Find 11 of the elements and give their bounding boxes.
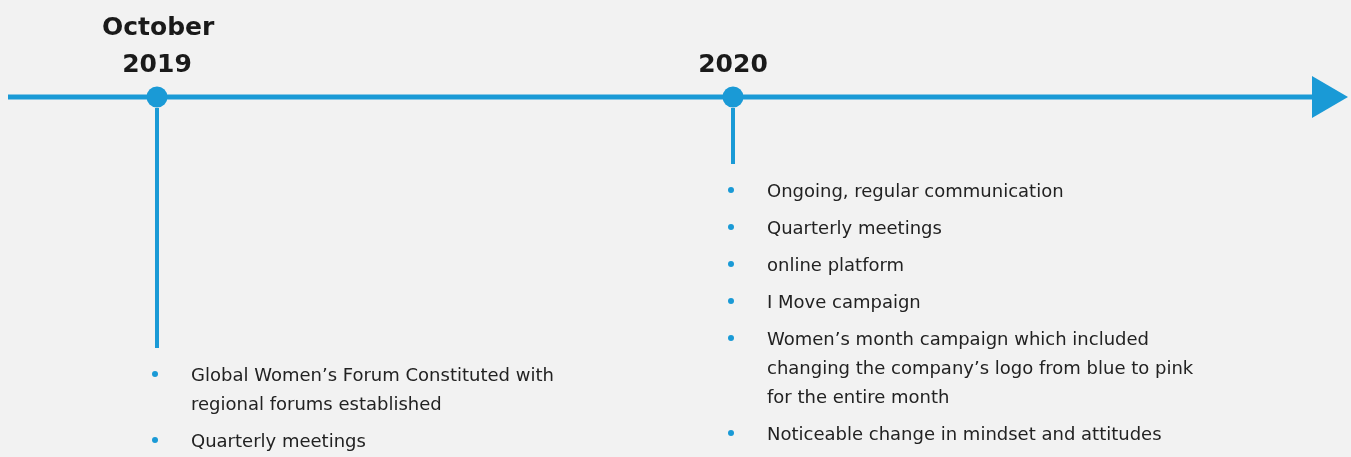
bullet-item: Quarterly meetings xyxy=(150,426,570,455)
bullet-item: Noticeable change in mindset and attitudes xyxy=(726,419,1206,448)
bullet-item: I Move campaign xyxy=(726,287,1206,316)
bullet-item: online platform xyxy=(726,250,1206,279)
bullet-item: Global Women’s Forum Constituted with regional forums established xyxy=(150,360,570,418)
bullet-item: Quarterly meetings xyxy=(726,213,1206,242)
connector-line xyxy=(731,108,735,164)
connector-line xyxy=(155,108,159,348)
bullet-item: Ongoing, regular communication xyxy=(726,176,1206,205)
bullet-item: Women’s month campaign which included changing the company’s logo from blue to pink for the entire month xyxy=(726,324,1206,411)
year-label: 2020 xyxy=(698,48,768,80)
